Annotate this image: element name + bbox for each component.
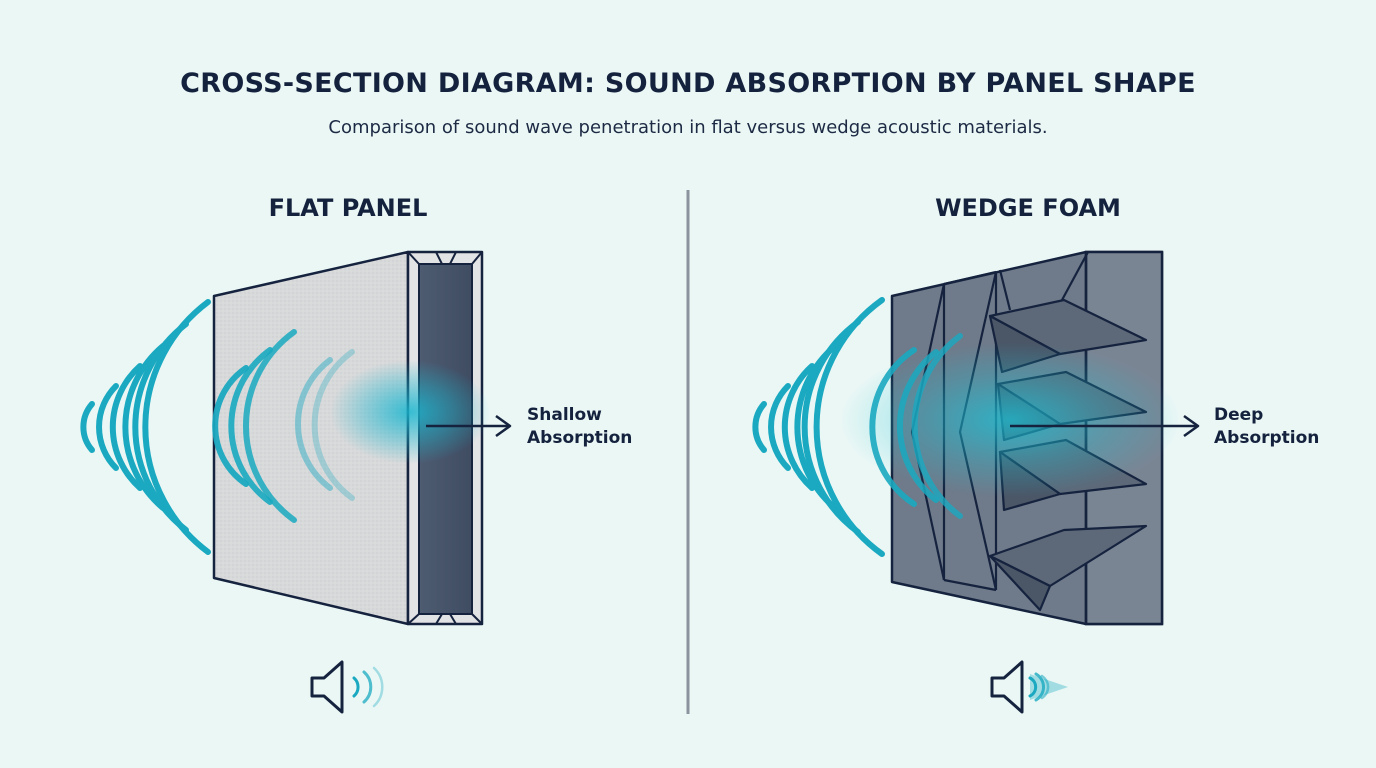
deep-absorption-label: Deep Absorption	[1214, 404, 1319, 450]
shallow-absorption-line1: Shallow	[527, 405, 602, 425]
shallow-absorption-line2: Absorption	[527, 428, 633, 448]
flat-panel-group	[80, 250, 512, 714]
shallow-absorption-glow	[330, 360, 490, 464]
diagram-subtitle: Comparison of sound wave penetration in …	[328, 117, 1048, 138]
speaker-icon	[990, 660, 1068, 714]
deep-absorption-line2: Absorption	[1214, 428, 1320, 448]
wedge-foam-group	[752, 250, 1200, 714]
shallow-absorption-arrow	[426, 414, 512, 438]
diagram-title: CROSS-SECTION DIAGRAM: SOUND ABSORPTION …	[180, 68, 1196, 99]
flat-panel-sound-waves	[80, 299, 355, 555]
deep-absorption-glow	[840, 342, 1180, 498]
deep-absorption-line1: Deep	[1214, 405, 1264, 425]
shallow-absorption-label: Shallow Absorption	[527, 404, 632, 450]
speaker-icon	[310, 660, 384, 714]
wedge-foam-sound-waves	[752, 297, 963, 557]
flat-panel-heading: FLAT PANEL	[268, 194, 428, 222]
deep-absorption-arrow	[1010, 414, 1200, 438]
wedge-foam-heading: WEDGE FOAM	[935, 194, 1121, 222]
